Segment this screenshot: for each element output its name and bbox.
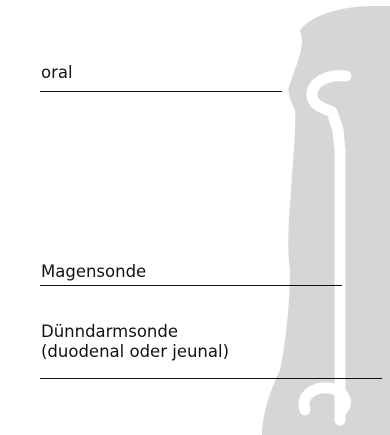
leader-line-duenndarmsonde — [40, 378, 382, 379]
label-duenndarmsonde-subtitle: (duodenal oder jeunal) — [41, 342, 229, 361]
label-oral: oral — [41, 63, 73, 82]
leader-line-magensonde — [40, 285, 342, 286]
head-silhouette — [262, 6, 390, 435]
leader-line-oral — [40, 91, 282, 92]
label-duenndarmsonde: Dünndarmsonde — [41, 322, 178, 341]
label-magensonde: Magensonde — [41, 262, 146, 281]
